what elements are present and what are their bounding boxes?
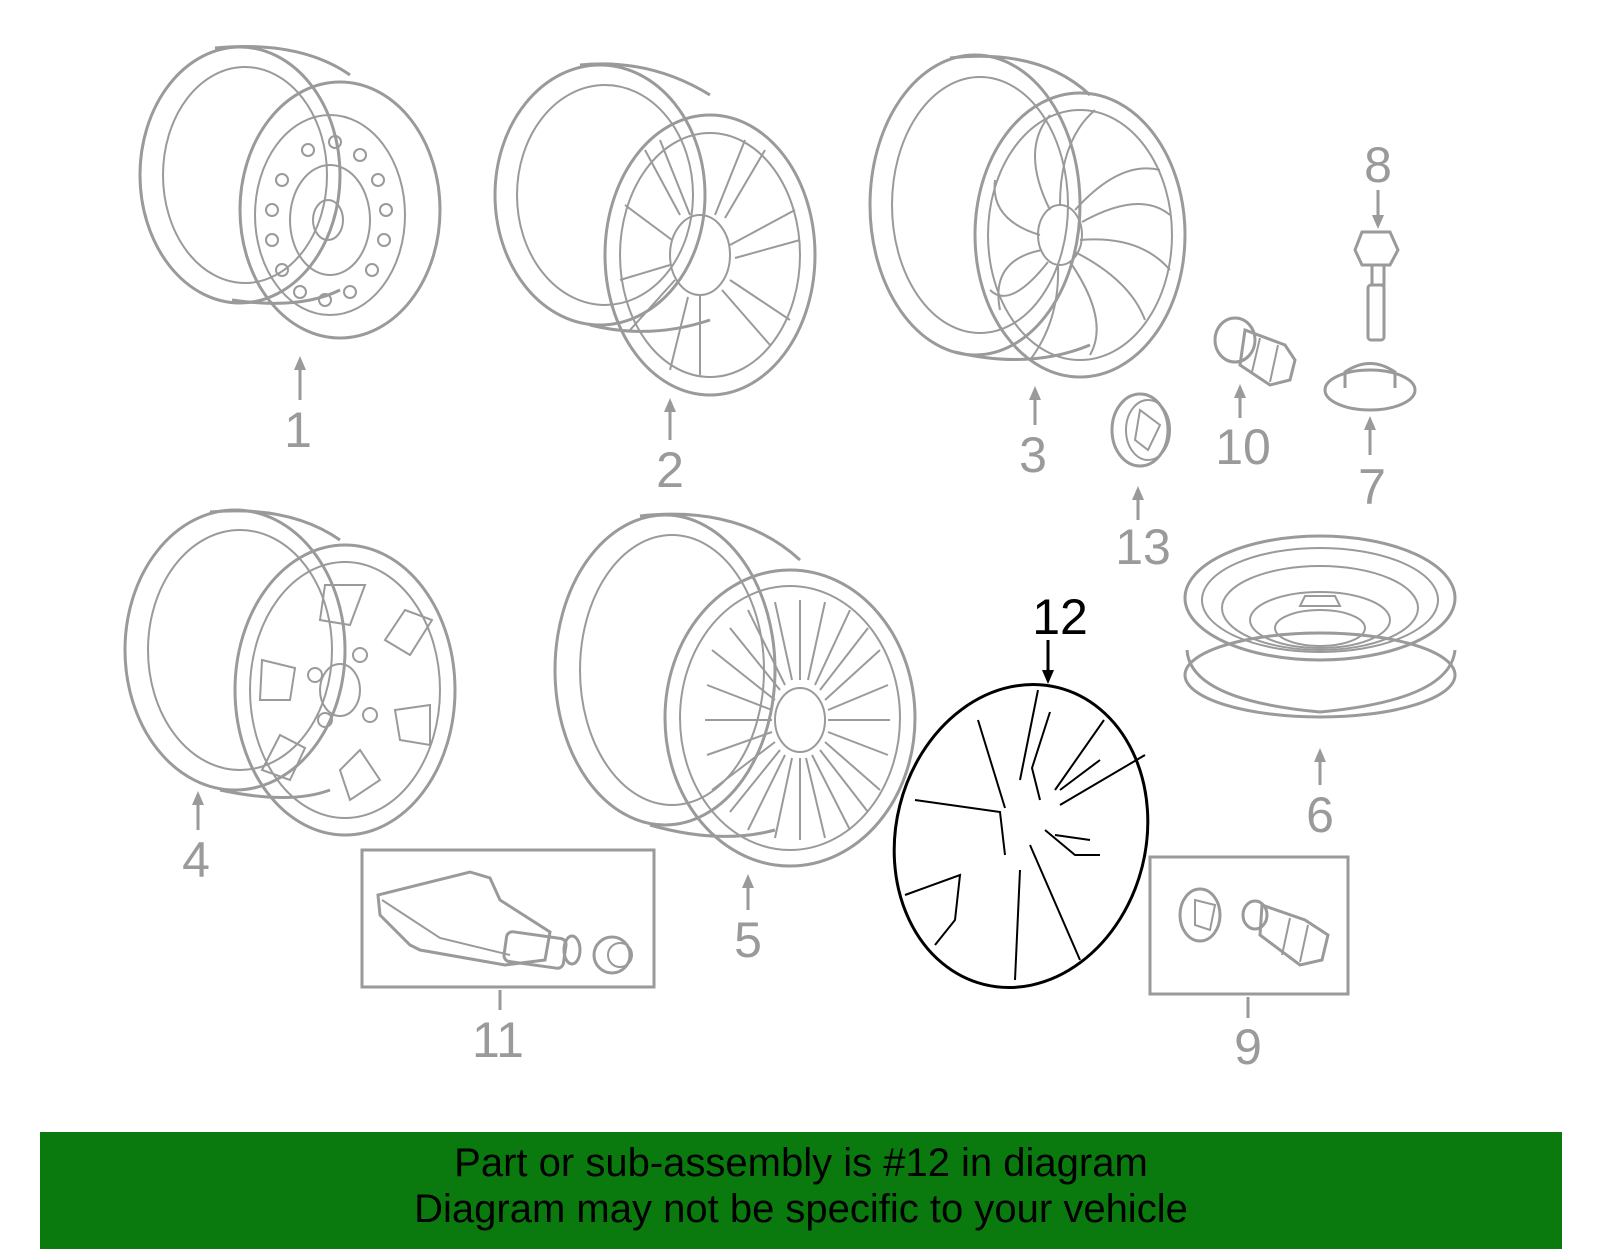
callout-13[interactable]: 13 xyxy=(1115,519,1171,575)
callout-11[interactable]: 11 xyxy=(472,1012,524,1068)
part-6-spare-wheel[interactable] xyxy=(1183,534,1457,785)
callout-8[interactable]: 8 xyxy=(1364,137,1392,193)
callout-6[interactable]: 6 xyxy=(1306,787,1334,843)
part-13-emblem-cap[interactable] xyxy=(1110,392,1171,520)
callout-4[interactable]: 4 xyxy=(182,832,210,888)
part-8-valve-stem[interactable] xyxy=(1353,190,1400,342)
info-banner: Part or sub-assembly is #12 in diagram D… xyxy=(40,1132,1562,1249)
part-3-alloy-wheel[interactable] xyxy=(868,53,1187,425)
callout-12-highlighted[interactable]: 12 xyxy=(1032,589,1088,645)
part-11-tpms-sensor-kit[interactable] xyxy=(360,848,656,1010)
part-9-lock-kit[interactable] xyxy=(1148,855,1350,1018)
callout-1[interactable]: 1 xyxy=(284,402,312,458)
part-7-center-cap[interactable] xyxy=(1323,362,1417,456)
callout-9[interactable]: 9 xyxy=(1234,1019,1262,1075)
part-1-steel-wheel[interactable] xyxy=(138,45,442,400)
part-2-alloy-wheel[interactable] xyxy=(493,62,817,440)
callout-2[interactable]: 2 xyxy=(656,442,684,498)
wheel-parts-diagram xyxy=(123,45,1457,1018)
callout-5[interactable]: 5 xyxy=(734,912,762,968)
banner-line-part-number: Part or sub-assembly is #12 in diagram xyxy=(454,1141,1148,1185)
callout-3[interactable]: 3 xyxy=(1019,427,1047,483)
part-4-alloy-wheel[interactable] xyxy=(123,508,457,837)
callout-7[interactable]: 7 xyxy=(1358,459,1386,515)
callout-10[interactable]: 10 xyxy=(1215,419,1271,475)
part-5-alloy-wheel[interactable] xyxy=(553,512,917,910)
part-10-lug-nut[interactable] xyxy=(1213,316,1297,418)
banner-line-disclaimer: Diagram may not be specific to your vehi… xyxy=(414,1187,1188,1231)
part-12-wheel-cover[interactable] xyxy=(863,640,1180,1015)
